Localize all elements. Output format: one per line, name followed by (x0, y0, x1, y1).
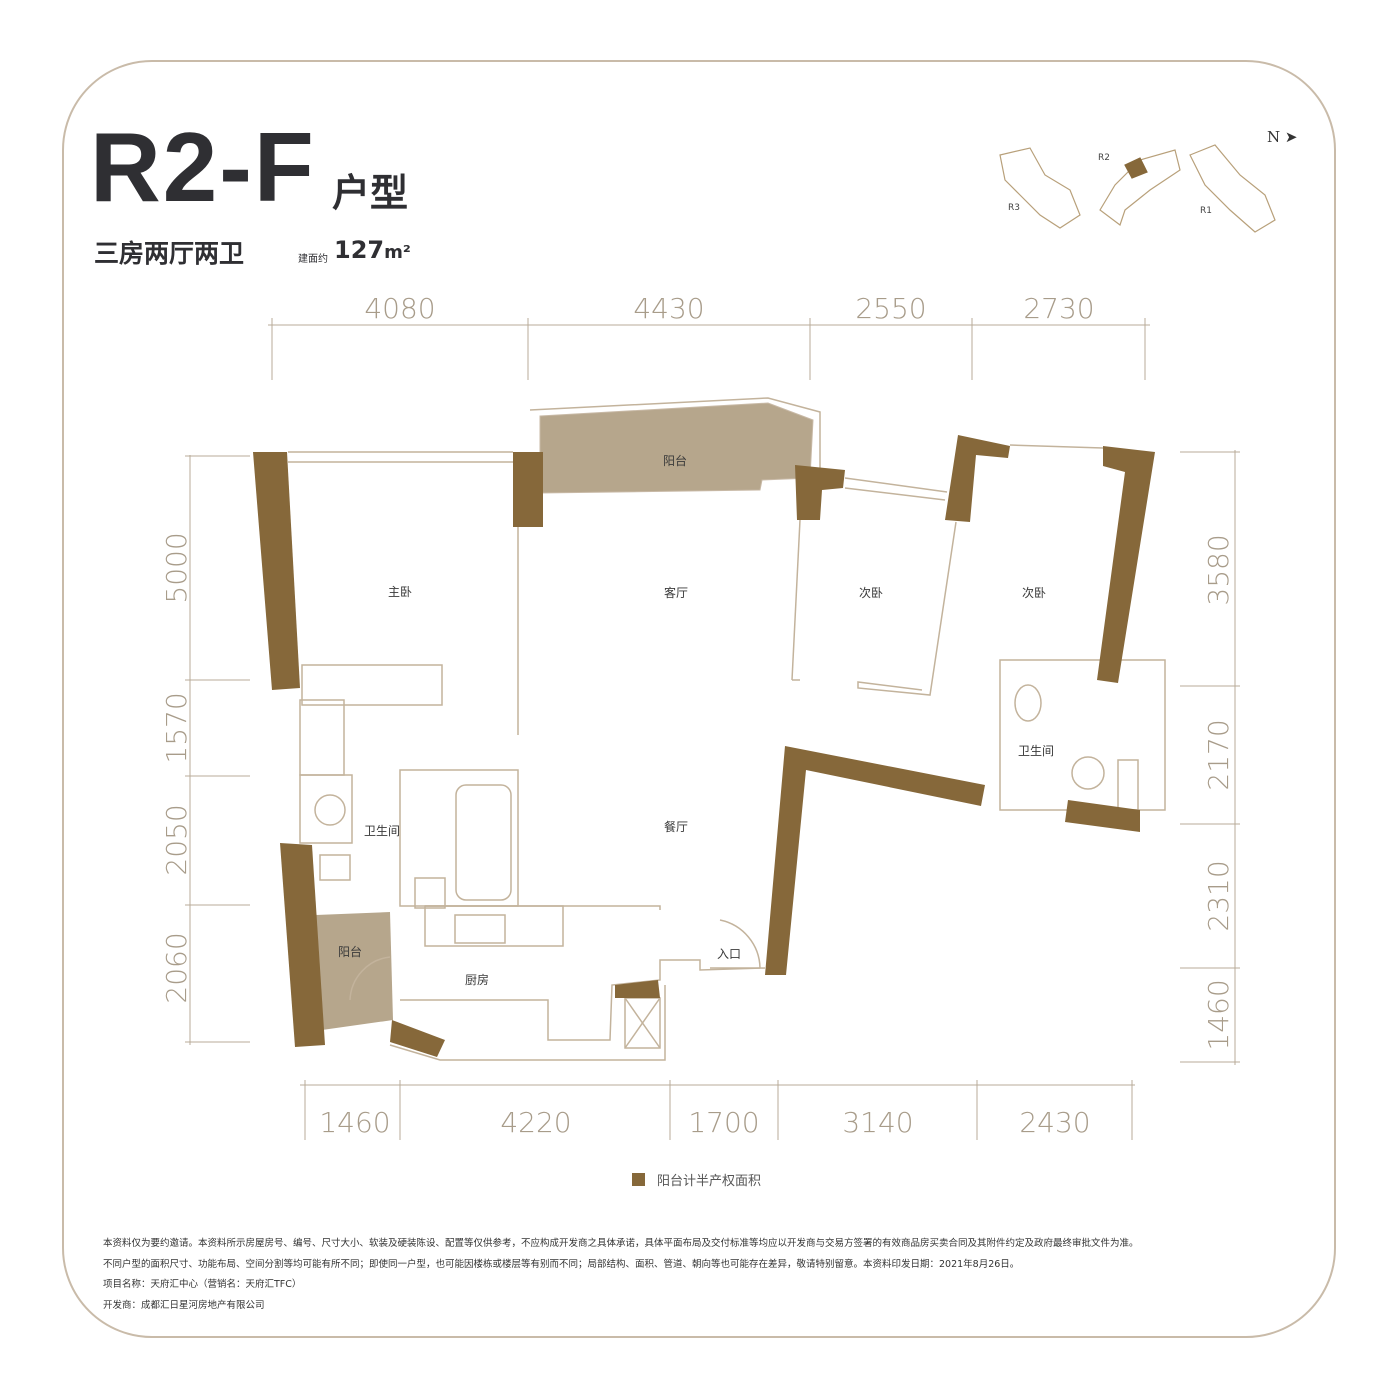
dimension-lines (185, 318, 1240, 1140)
dim-top-3: 2550 (855, 292, 926, 325)
room-balcony-top: 阳台 (663, 453, 687, 468)
room-bathroom-left: 卫生间 (364, 824, 400, 838)
north-label: N (1267, 128, 1281, 146)
room-master-bedroom: 主卧 (388, 585, 412, 599)
legend-swatch (632, 1173, 645, 1186)
page-frame (62, 60, 1336, 1338)
dim-bottom-5: 2430 (1019, 1106, 1090, 1139)
balcony-top-area (539, 402, 814, 494)
dim-right-2: 2170 (1202, 719, 1235, 790)
structural-walls (253, 435, 1155, 1057)
dim-bottom-3: 1700 (688, 1106, 759, 1139)
dimension-labels: 4080 4430 2550 2730 1460 4220 1700 3140 … (160, 292, 1235, 1139)
dim-top-4: 2730 (1023, 292, 1094, 325)
legend-label: 阳台计半产权面积 (657, 1174, 762, 1189)
room-entrance: 入口 (717, 947, 741, 961)
project-name: 项目名称：天府汇中心（营销名：天府汇TFC） (103, 1279, 302, 1290)
legend: 阳台计半产权面积 (632, 1170, 761, 1189)
room-bedroom-2: 次卧 (859, 586, 883, 600)
north-compass: N ➤ (1267, 128, 1297, 146)
dim-bottom-1: 1460 (319, 1106, 390, 1139)
note-line: 不同户型的面积尺寸、功能布局、空间分割等均可能有所不同；即使同一户型，也可能因楼… (103, 1258, 1020, 1270)
room-bathroom-right: 卫生间 (1018, 744, 1054, 758)
dim-bottom-2: 4220 (500, 1106, 571, 1139)
balcony-left-area (316, 912, 393, 1030)
dim-top-2: 4430 (633, 292, 704, 325)
room-dining-room: 餐厅 (664, 819, 688, 834)
dim-right-3: 2310 (1202, 860, 1235, 931)
room-balcony-left: 阳台 (338, 944, 362, 959)
dim-bottom-4: 3140 (842, 1106, 913, 1139)
key-plan: R3 R2 R1 (999, 144, 1276, 233)
north-arrow-icon: ➤ (1284, 128, 1298, 146)
developer-name: 开发商：成都汇日星河房地产有限公司 (103, 1299, 265, 1311)
dim-left-4: 2060 (160, 932, 193, 1003)
keyplan-r2: R2 (1098, 153, 1110, 163)
area-unit: m² (384, 242, 411, 263)
disclaimer-notes: 本资料仅为要约邀请。本资料所示房屋房号、编号、尺寸大小、软装及硬装陈设、配置等仅… (103, 1234, 1139, 1316)
note-line: 本资料仅为要约邀请。本资料所示房屋房号、编号、尺寸大小、软装及硬装陈设、配置等仅… (103, 1238, 1139, 1249)
layout-description: 三房两厅两卫 (94, 239, 245, 268)
area-value: 127m² (334, 236, 411, 264)
dim-left-3: 2050 (160, 804, 193, 875)
dim-top-1: 4080 (364, 292, 435, 325)
room-labels: 阳台 主卧 客厅 次卧 次卧 卫生间 卫生间 餐厅 入口 阳台 厨房 (338, 453, 1054, 987)
area-label: 建面约 (298, 254, 328, 265)
unit-code-title: R2-F (90, 112, 316, 222)
unit-type-suffix: 户型 (332, 171, 409, 215)
keyplan-r3: R3 (1008, 203, 1020, 213)
room-kitchen: 厨房 (465, 972, 489, 987)
dim-right-1: 3580 (1202, 534, 1235, 605)
area-number: 127 (334, 236, 385, 264)
dim-left-1: 5000 (160, 532, 193, 603)
dim-left-2: 1570 (160, 692, 193, 763)
room-bedroom-3: 次卧 (1022, 586, 1046, 600)
room-living-room: 客厅 (664, 585, 688, 600)
keyplan-r1: R1 (1200, 206, 1212, 216)
dim-right-4: 1460 (1202, 979, 1235, 1050)
